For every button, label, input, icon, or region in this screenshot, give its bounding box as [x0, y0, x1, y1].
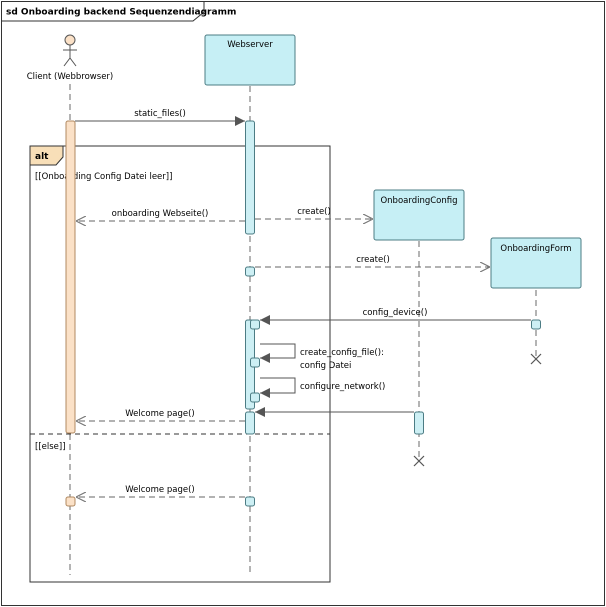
onboardingconfig-activation — [414, 411, 424, 435]
webserver-label: Webserver — [227, 40, 273, 50]
webserver-activation-nested-2 — [250, 357, 260, 368]
client-activation — [65, 120, 76, 434]
else-guard-condition: [[else]] — [35, 442, 66, 452]
onboardingconfig-destroy-icon — [413, 455, 425, 467]
webserver-activation-5 — [245, 496, 255, 507]
alt-guard-condition: [[Onboarding Config Datei leer]] — [35, 172, 172, 182]
webserver-activation-1 — [245, 120, 255, 235]
create-config-file-label-1: create_config_file(): — [300, 348, 384, 358]
create-form-label: create() — [356, 255, 390, 265]
onboardingform-activation — [531, 319, 541, 330]
webserver-lifeline-head — [204, 34, 296, 86]
diagram-title: sd Onboarding backend Sequenzendiagramm — [6, 8, 236, 18]
static-files-label: static_files() — [134, 109, 186, 119]
configure-network-self-arrow — [260, 377, 296, 398]
onboardingform-lifeline-head — [490, 237, 582, 289]
client-activation-small — [65, 496, 76, 507]
create-config-file-self-arrow — [260, 343, 296, 363]
alt-fragment-tab — [29, 145, 64, 166]
config-device-label: config_device() — [363, 308, 428, 318]
onboarding-webseite-label: onboarding Webseite() — [112, 209, 209, 219]
alt-operator-label: alt — [35, 152, 49, 162]
onboardingform-label: OnboardingForm — [500, 244, 571, 254]
webserver-activation-4 — [245, 411, 255, 435]
client-actor-icon — [63, 34, 77, 67]
onboardingconfig-lifeline-head — [373, 189, 465, 241]
webserver-activation-nested-1 — [250, 319, 260, 330]
create-config-label: create() — [297, 207, 331, 217]
client-actor-label: Client (Webbrowser) — [27, 72, 113, 82]
webserver-activation-nested-3 — [250, 392, 260, 403]
configure-network-label: configure_network() — [300, 382, 385, 392]
onboardingform-destroy-icon — [530, 353, 542, 365]
alt-fragment — [29, 145, 331, 583]
webserver-activation-2 — [245, 266, 255, 277]
create-config-file-label-2: config Datei — [300, 361, 351, 371]
welcome-page-2-label: Welcome page() — [125, 485, 194, 495]
welcome-page-1-label: Welcome page() — [125, 409, 194, 419]
onboardingconfig-label: OnboardingConfig — [380, 196, 457, 206]
diagram-title-tab — [1, 1, 205, 22]
